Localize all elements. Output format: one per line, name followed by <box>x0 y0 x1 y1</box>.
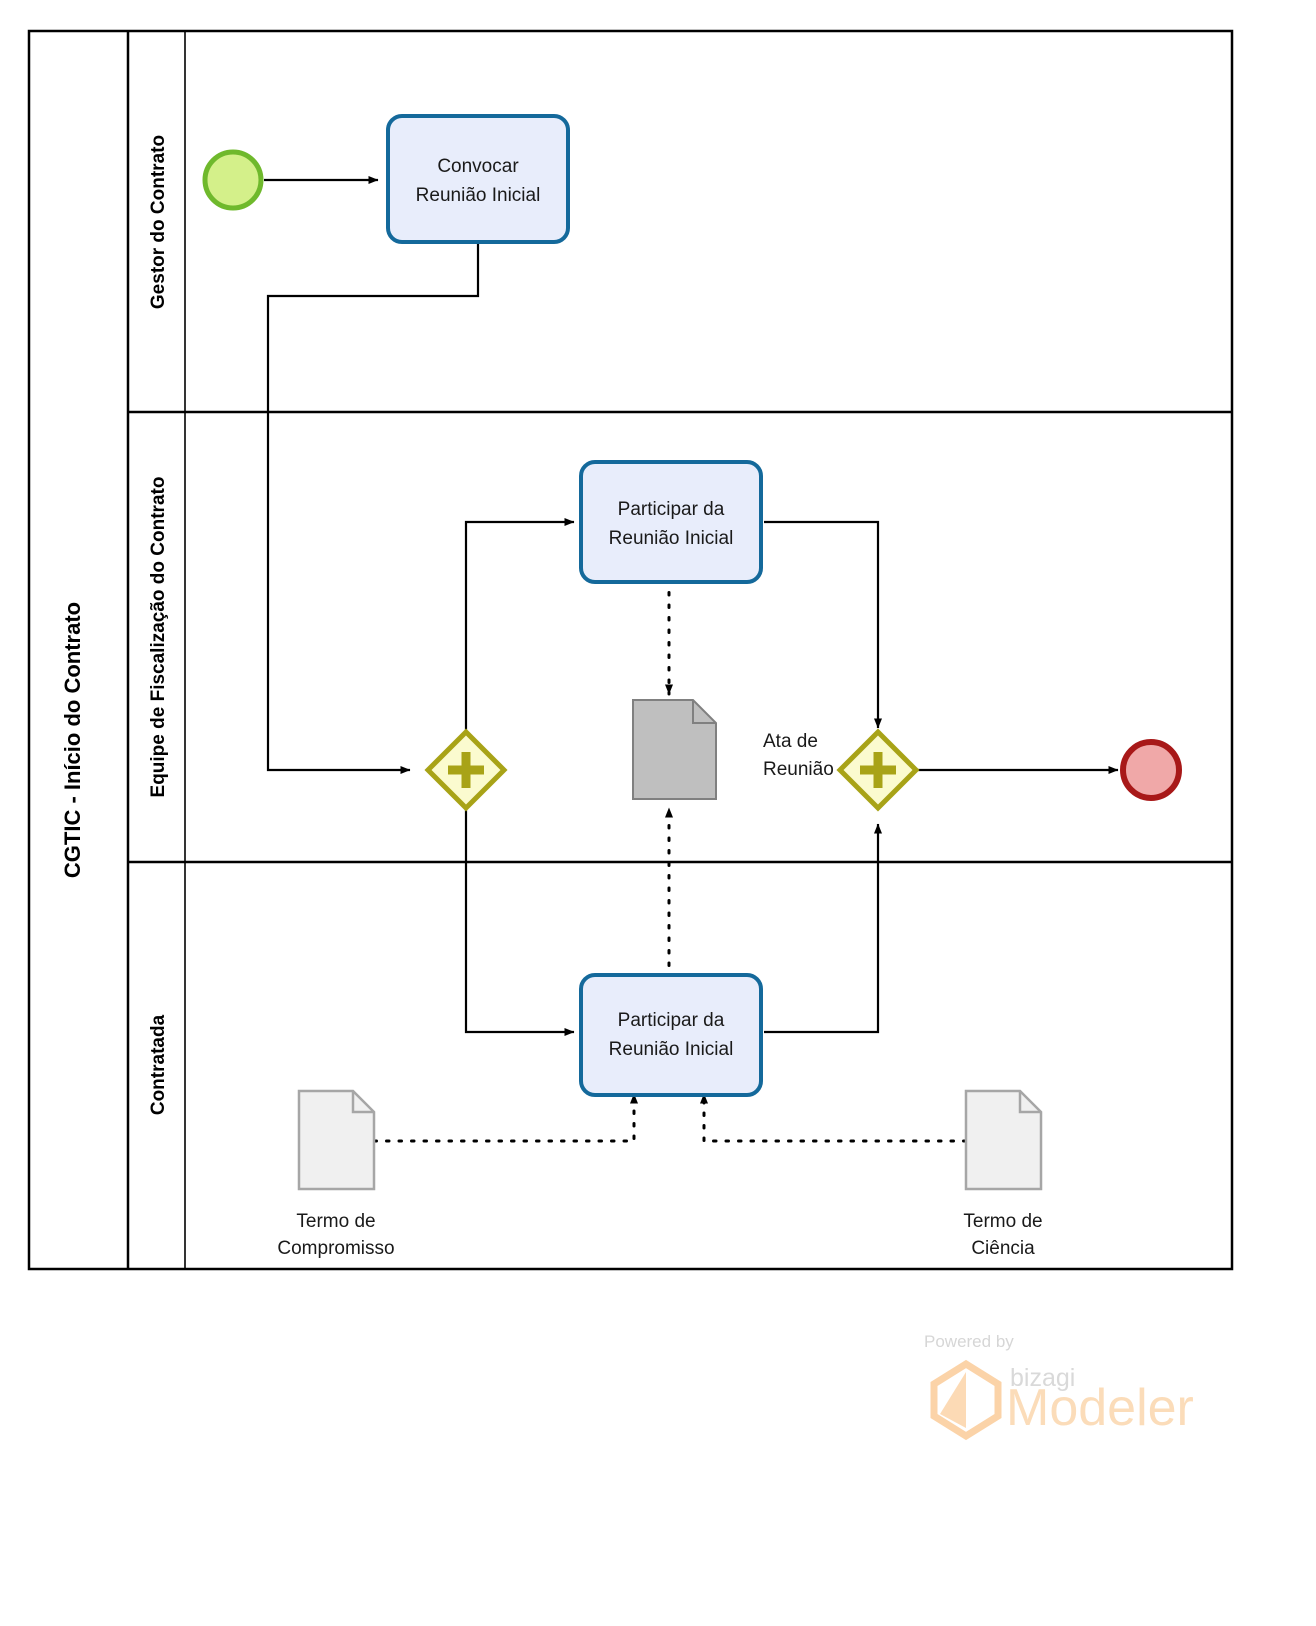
gateway-split-plus-icon <box>448 752 484 788</box>
termo-de-ciencia-label-line2: Ciência <box>971 1238 1035 1259</box>
assoc-termo-compromisso-to-participar <box>372 1092 638 1143</box>
flow-participar-contratada-to-join <box>764 823 882 1034</box>
start-event-circle[interactable] <box>202 149 264 211</box>
watermark-product-text: Modeler <box>1006 1379 1194 1437</box>
task-participar-reuniao-inicial-fiscalizacao[interactable]: Participar da Reunião Inicial <box>579 460 763 584</box>
end-event[interactable] <box>1120 739 1182 801</box>
task-convocar-label-line2: Reunião Inicial <box>416 185 541 206</box>
ata-de-reuniao-fold-icon <box>692 700 716 724</box>
data-object-termo-de-compromisso[interactable]: Termo de Compromisso <box>277 1089 395 1259</box>
lane-contratada: Contratada <box>148 862 186 1269</box>
task-participar-fiscalizacao-label-line1: Participar da <box>618 499 725 520</box>
flow-participar-fiscalizacao-to-join <box>764 520 882 729</box>
lane-title-gestor: Gestor do Contrato <box>148 135 169 309</box>
data-object-ata-de-reuniao[interactable]: Ata de Reunião <box>632 699 834 800</box>
termo-de-compromisso-label-line2: Compromisso <box>277 1238 394 1259</box>
task-participar-contratada-box[interactable] <box>579 973 763 1097</box>
sequence-flows <box>264 176 1119 1036</box>
ata-de-reuniao-page-shape[interactable] <box>632 699 717 800</box>
pool-outer-border <box>27 29 1234 1271</box>
task-convocar-label-line1: Convocar <box>437 156 519 177</box>
task-participar-fiscalizacao-label-line2: Reunião Inicial <box>609 528 734 549</box>
termo-de-compromisso-label-line1: Termo de <box>296 1211 375 1232</box>
start-event[interactable] <box>202 149 264 211</box>
bizagi-watermark: Powered by bizagi Modeler <box>924 1332 1194 1441</box>
termo-de-ciencia-label-line1: Termo de <box>963 1211 1042 1232</box>
termo-de-ciencia-fold-icon <box>1018 1091 1041 1114</box>
flow-convocar-to-gateway-split <box>266 242 480 774</box>
bizagi-inner-triangle-icon <box>940 1372 966 1428</box>
gateway-join-plus-icon <box>860 752 896 788</box>
task-convocar-reuniao-inicial[interactable]: Convocar Reunião Inicial <box>386 114 570 244</box>
gateway-parallel-join[interactable] <box>836 728 920 812</box>
termo-de-ciencia-page-shape[interactable] <box>964 1089 1043 1191</box>
ata-de-reuniao-label-line1: Ata de <box>763 731 818 752</box>
data-associations <box>372 578 968 1143</box>
gateway-parallel-split[interactable] <box>424 728 508 812</box>
flow-split-to-participar-fiscalizacao <box>464 518 575 735</box>
task-participar-contratada-label-line1: Participar da <box>618 1010 725 1031</box>
lane-equipe-de-fiscalizacao: Equipe de Fiscalização do Contrato <box>128 412 1232 864</box>
watermark-powered-by-text: Powered by <box>924 1332 1014 1351</box>
bizagi-hexagon-icon <box>930 1359 1002 1441</box>
flow-split-to-participar-contratada <box>464 806 575 1036</box>
task-participar-reuniao-inicial-contratada[interactable]: Participar da Reunião Inicial <box>579 973 763 1097</box>
termo-de-compromisso-page-shape[interactable] <box>297 1089 376 1191</box>
task-convocar-box[interactable] <box>386 114 570 244</box>
lane-title-fiscalizacao: Equipe de Fiscalização do Contrato <box>148 477 169 798</box>
pool-title: CGTIC - Início do Contrato <box>60 602 85 878</box>
data-object-termo-de-ciencia[interactable]: Termo de Ciência <box>963 1089 1043 1259</box>
termo-de-compromisso-fold-icon <box>351 1091 374 1114</box>
task-participar-contratada-label-line2: Reunião Inicial <box>609 1039 734 1060</box>
end-event-circle[interactable] <box>1120 739 1182 801</box>
pool-container: CGTIC - Início do Contrato <box>27 29 1234 1271</box>
lane-gestor-do-contrato: Gestor do Contrato <box>128 31 1232 414</box>
ata-de-reuniao-label-line2: Reunião <box>763 759 834 780</box>
lane-title-contratada: Contratada <box>148 1014 169 1115</box>
watermark-brand-text: bizagi <box>1010 1364 1075 1392</box>
task-participar-fiscalizacao-box[interactable] <box>579 460 763 584</box>
bizagi-logo-icon <box>930 1359 1002 1441</box>
assoc-termo-ciencia-to-participar <box>700 1092 968 1143</box>
